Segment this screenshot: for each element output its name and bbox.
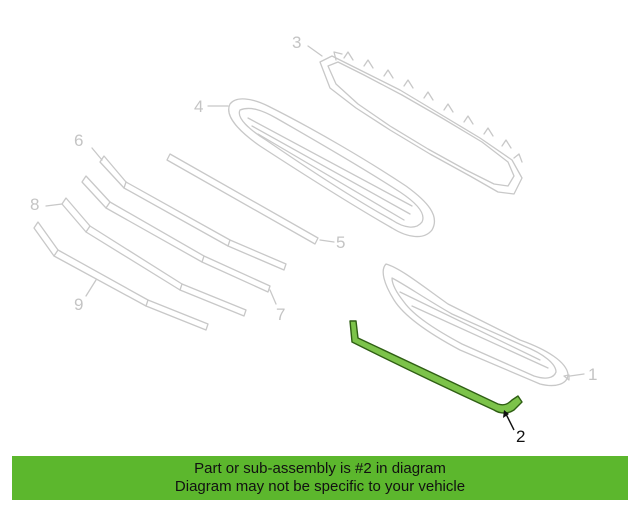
part-1-lower-grille [382,263,570,387]
callout-7: 7 [276,305,286,324]
callout-8: 8 [30,195,40,214]
part-4-oval-grille [228,98,436,238]
callout-5: 5 [336,233,346,252]
part-3-upper-grille [319,51,523,195]
banner-line-1: Part or sub-assembly is #2 in diagram [194,460,446,477]
part-8-molding [61,197,247,317]
callout-4: 4 [194,97,204,116]
callout-1: 1 [588,365,598,384]
callout-2: 2 [516,427,526,446]
banner-line-2: Diagram may not be specific to your vehi… [174,478,466,495]
diagram-canvas [33,45,585,431]
callout-3: 3 [292,33,302,52]
leader-lines [45,45,585,377]
part-7-molding [81,175,271,293]
part-2-highlighted [349,320,523,431]
callout-6: 6 [74,131,84,150]
part-6-molding [99,155,287,271]
info-banner: Part or sub-assembly is #2 in diagram Di… [12,456,628,500]
part-5-molding [166,153,319,245]
part-9-molding [33,221,209,331]
callout-9: 9 [74,295,84,314]
parts-diagram: 3 4 6 8 5 7 9 1 2 [30,33,598,446]
